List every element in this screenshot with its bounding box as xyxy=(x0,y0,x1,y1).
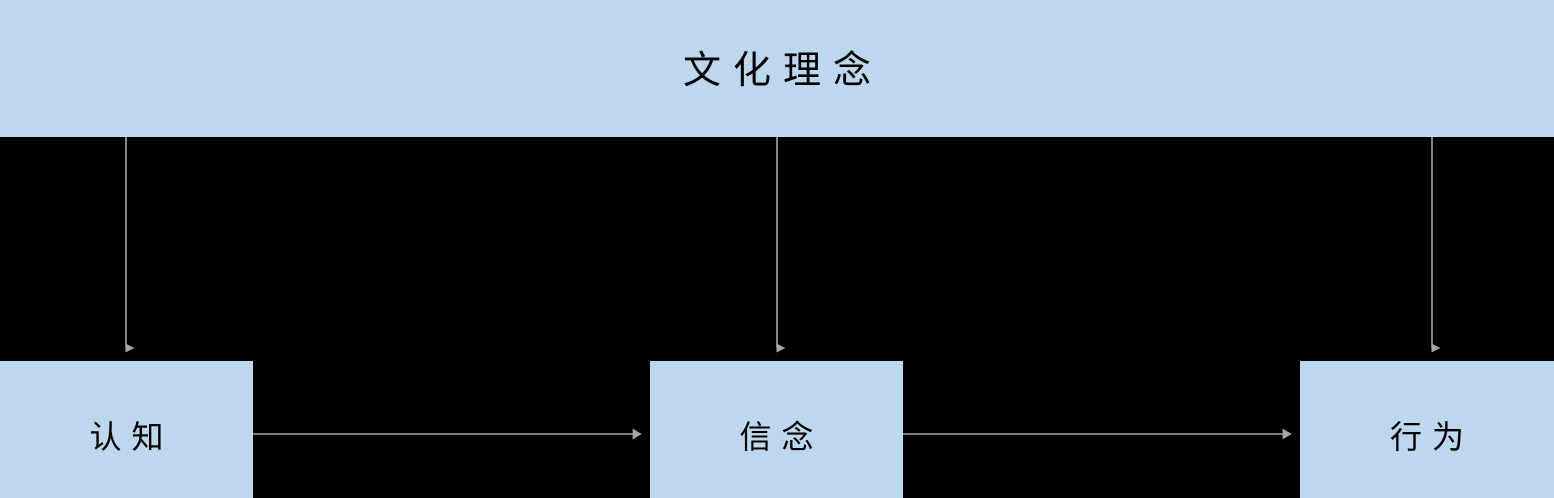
node-cognition[interactable]: 认知 xyxy=(0,361,253,498)
node-behavior[interactable]: 行为 xyxy=(1300,361,1554,498)
node-cognition-label: 认知 xyxy=(89,417,174,456)
node-culture-concept[interactable]: 文化理念 xyxy=(0,0,1554,137)
node-belief-label: 信念 xyxy=(739,417,824,456)
node-behavior-label: 行为 xyxy=(1389,417,1474,456)
node-culture-concept-label: 文化理念 xyxy=(682,47,883,92)
node-belief[interactable]: 信念 xyxy=(650,361,903,498)
